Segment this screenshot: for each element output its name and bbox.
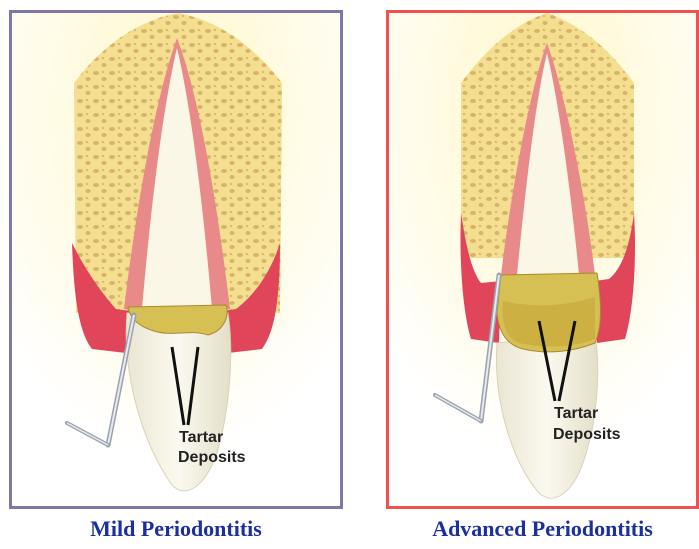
- tartar-label-line2: Deposits: [178, 449, 246, 466]
- tartar-label-line1: Tartar: [554, 405, 598, 422]
- advanced-tooth-illustration: Tartar Deposits: [389, 13, 696, 506]
- advanced-periodontitis-panel: Tartar Deposits: [386, 10, 699, 509]
- mild-periodontitis-caption: Mild Periodontitis: [9, 516, 343, 546]
- mild-tooth-illustration: Tartar Deposits: [12, 13, 340, 506]
- mild-periodontitis-panel: Tartar Deposits: [9, 10, 343, 509]
- advanced-periodontitis-caption: Advanced Periodontitis: [386, 516, 699, 546]
- tartar-label-line1: Tartar: [179, 429, 223, 446]
- tartar-label-line2: Deposits: [553, 426, 621, 443]
